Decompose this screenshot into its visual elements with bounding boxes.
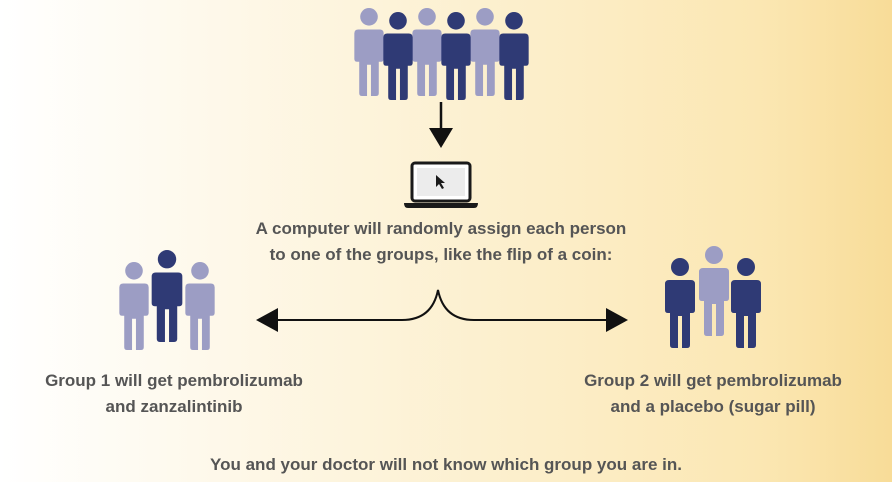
group2-icon [662, 246, 766, 350]
down-arrow [426, 102, 456, 150]
group2-text-line1: Group 2 will get pembrolizumab [584, 371, 842, 390]
split-arrow [256, 288, 628, 334]
group2-text-line2: and a placebo (sugar pill) [610, 397, 816, 416]
group1-icon [116, 250, 220, 352]
cursor-icon [436, 175, 445, 189]
crowd-icon [352, 8, 532, 100]
computer-assign-text-line1: A computer will randomly assign each per… [255, 219, 627, 238]
footer-text: You and your doctor will not know which … [210, 455, 682, 474]
computer-assign-text-line2: to one of the groups, like the flip of a… [269, 245, 613, 264]
group1-text-line2: and zanzalintinib [105, 397, 243, 416]
laptop-icon [402, 160, 480, 212]
group1-text-line1: Group 1 will get pembrolizumab [45, 371, 303, 390]
